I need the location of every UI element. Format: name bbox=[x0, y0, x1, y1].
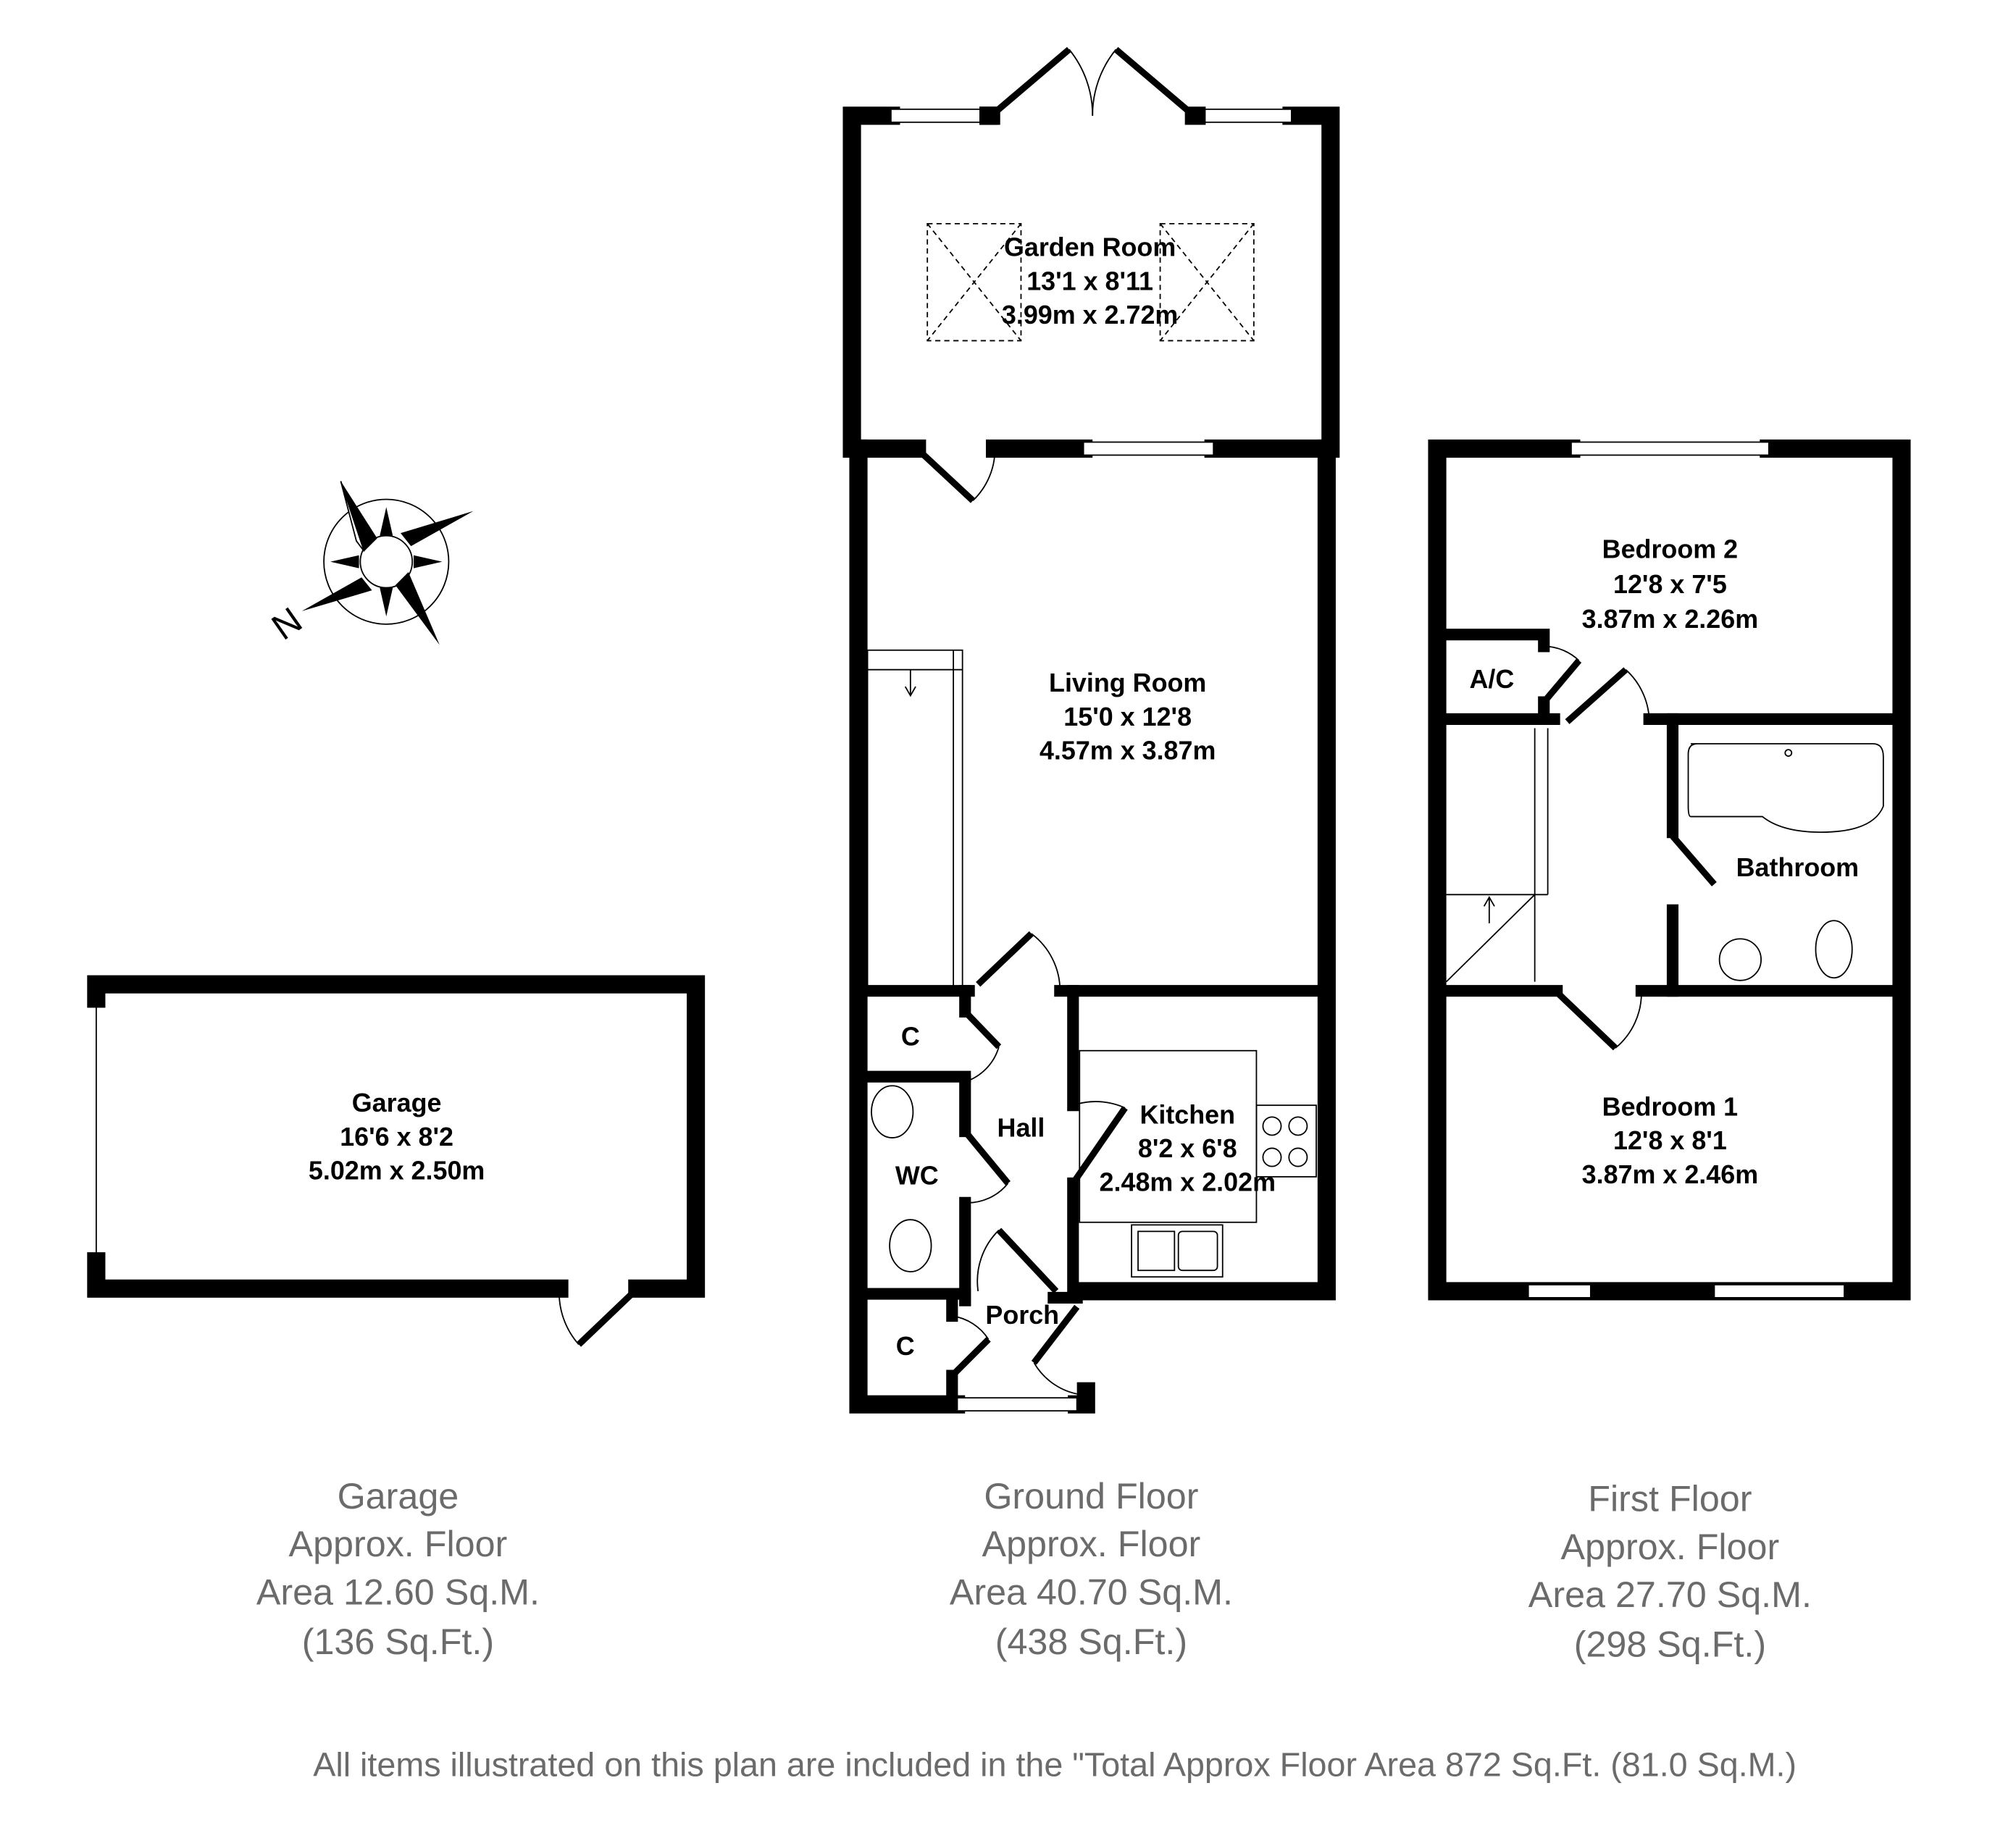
caption-line: Area 40.70 Sq.M. bbox=[950, 1572, 1233, 1613]
wc-label: WC bbox=[895, 1162, 939, 1191]
first-floor-area-caption: First Floor Approx. Floor Area 27.70 Sq.… bbox=[1528, 1477, 1812, 1664]
airing-cupboard-label: A/C bbox=[1470, 665, 1515, 694]
caption-line: Approx. Floor bbox=[982, 1523, 1201, 1564]
garage-imperial: 16'6 x 8'2 bbox=[340, 1123, 453, 1151]
total-area-footer: All items illustrated on this plan are i… bbox=[313, 1746, 1797, 1784]
kitchen-metric: 2.48m x 2.02m bbox=[1100, 1168, 1276, 1197]
cupboard-label: C bbox=[896, 1332, 915, 1361]
garage-area-caption: Garage Approx. Floor Area 12.60 Sq.M. (1… bbox=[256, 1475, 540, 1662]
bedroom2-metric: 3.87m x 2.26m bbox=[1582, 605, 1758, 634]
garden-room-imperial: 13'1 x 8'11 bbox=[1026, 267, 1153, 295]
bathroom-label: Bathroom bbox=[1736, 853, 1859, 882]
garage-name: Garage bbox=[352, 1088, 442, 1117]
ground-floor-area-caption: Ground Floor Approx. Floor Area 40.70 Sq… bbox=[950, 1475, 1233, 1662]
compass-north-label: N bbox=[264, 599, 309, 648]
bedroom2-imperial: 12'8 x 7'5 bbox=[1613, 570, 1727, 599]
garage-plan: Garage 16'6 x 8'2 5.02m x 2.50m bbox=[87, 975, 706, 1347]
bedroom1-name: Bedroom 1 bbox=[1602, 1093, 1738, 1122]
garage-metric: 5.02m x 2.50m bbox=[309, 1157, 485, 1186]
kitchen-imperial: 8'2 x 6'8 bbox=[1138, 1134, 1237, 1163]
caption-line: Area 27.70 Sq.M. bbox=[1528, 1574, 1812, 1615]
caption-line: Area 12.60 Sq.M. bbox=[256, 1572, 540, 1613]
cupboard-label: C bbox=[901, 1023, 920, 1052]
hall-label: Hall bbox=[997, 1113, 1045, 1142]
garden-room-metric: 3.99m x 2.72m bbox=[1002, 301, 1178, 330]
caption-line: First Floor bbox=[1588, 1477, 1752, 1519]
bedroom1-metric: 3.87m x 2.46m bbox=[1582, 1160, 1758, 1189]
living-room-name: Living Room bbox=[1049, 668, 1206, 697]
garden-room-name: Garden Room bbox=[1004, 233, 1176, 262]
caption-line: (438 Sq.Ft.) bbox=[995, 1621, 1187, 1662]
caption-line: Approx. Floor bbox=[1561, 1526, 1780, 1567]
bedroom2-name: Bedroom 2 bbox=[1602, 534, 1738, 563]
living-room-imperial: 15'0 x 12'8 bbox=[1063, 702, 1192, 731]
ground-floor-plan: Garden Room 13'1 x 8'11 3.99m x 2.72m Li… bbox=[842, 46, 1340, 1414]
first-floor-plan: Bedroom 2 12'8 x 7'5 3.87m x 2.26m Bedro… bbox=[1428, 439, 1911, 1301]
caption-line: (298 Sq.Ft.) bbox=[1574, 1623, 1766, 1664]
caption-line: Garage bbox=[338, 1475, 459, 1516]
caption-line: Approx. Floor bbox=[289, 1523, 508, 1564]
porch-label: Porch bbox=[985, 1301, 1059, 1330]
caption-line: (136 Sq.Ft.) bbox=[302, 1621, 494, 1662]
compass-icon: N bbox=[264, 481, 474, 648]
living-room-metric: 4.57m x 3.87m bbox=[1040, 737, 1216, 765]
kitchen-name: Kitchen bbox=[1139, 1100, 1235, 1129]
caption-line: Ground Floor bbox=[984, 1475, 1198, 1516]
bedroom1-imperial: 12'8 x 8'1 bbox=[1613, 1126, 1727, 1155]
